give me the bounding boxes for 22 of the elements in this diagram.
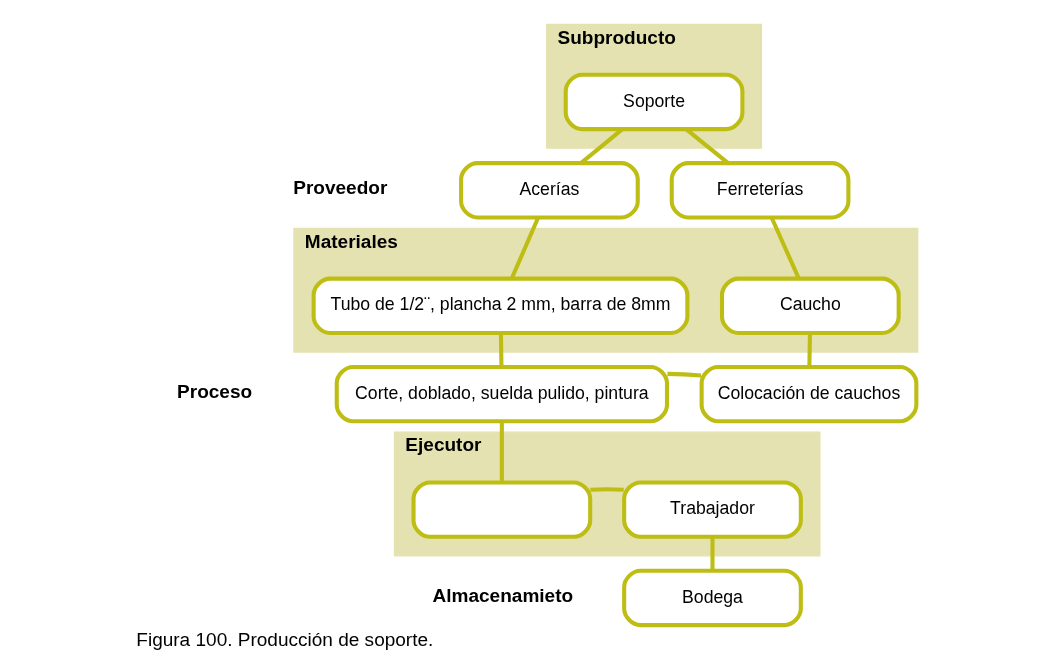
connector	[667, 371, 702, 378]
connector	[499, 421, 504, 483]
node-box: Soporte	[563, 72, 745, 132]
node-box: Bodega	[622, 568, 803, 628]
label: Almacenamieto	[432, 584, 574, 606]
label: Proveedor	[293, 176, 388, 198]
node-box	[411, 480, 593, 539]
node-box: Corte, doblado, suelda pulido, pintura	[334, 364, 669, 424]
connector	[710, 537, 715, 571]
caption: Figura 100. Producción de soporte.	[136, 628, 434, 650]
node-box: Caucho	[719, 276, 901, 335]
connector	[807, 333, 812, 367]
connector	[769, 216, 801, 280]
connector	[509, 216, 540, 280]
connector	[590, 487, 624, 492]
node-box: Trabajador	[622, 480, 803, 539]
node-box: Acerías	[459, 161, 640, 220]
connector	[498, 333, 504, 367]
node-box: Colocación de cauchos	[699, 364, 919, 424]
node-box: Tubo de 1/2¨, plancha 2 mm, barra de 8mm	[311, 276, 690, 335]
label: Proceso	[177, 380, 253, 402]
node-box: Ferreterías	[669, 161, 851, 220]
